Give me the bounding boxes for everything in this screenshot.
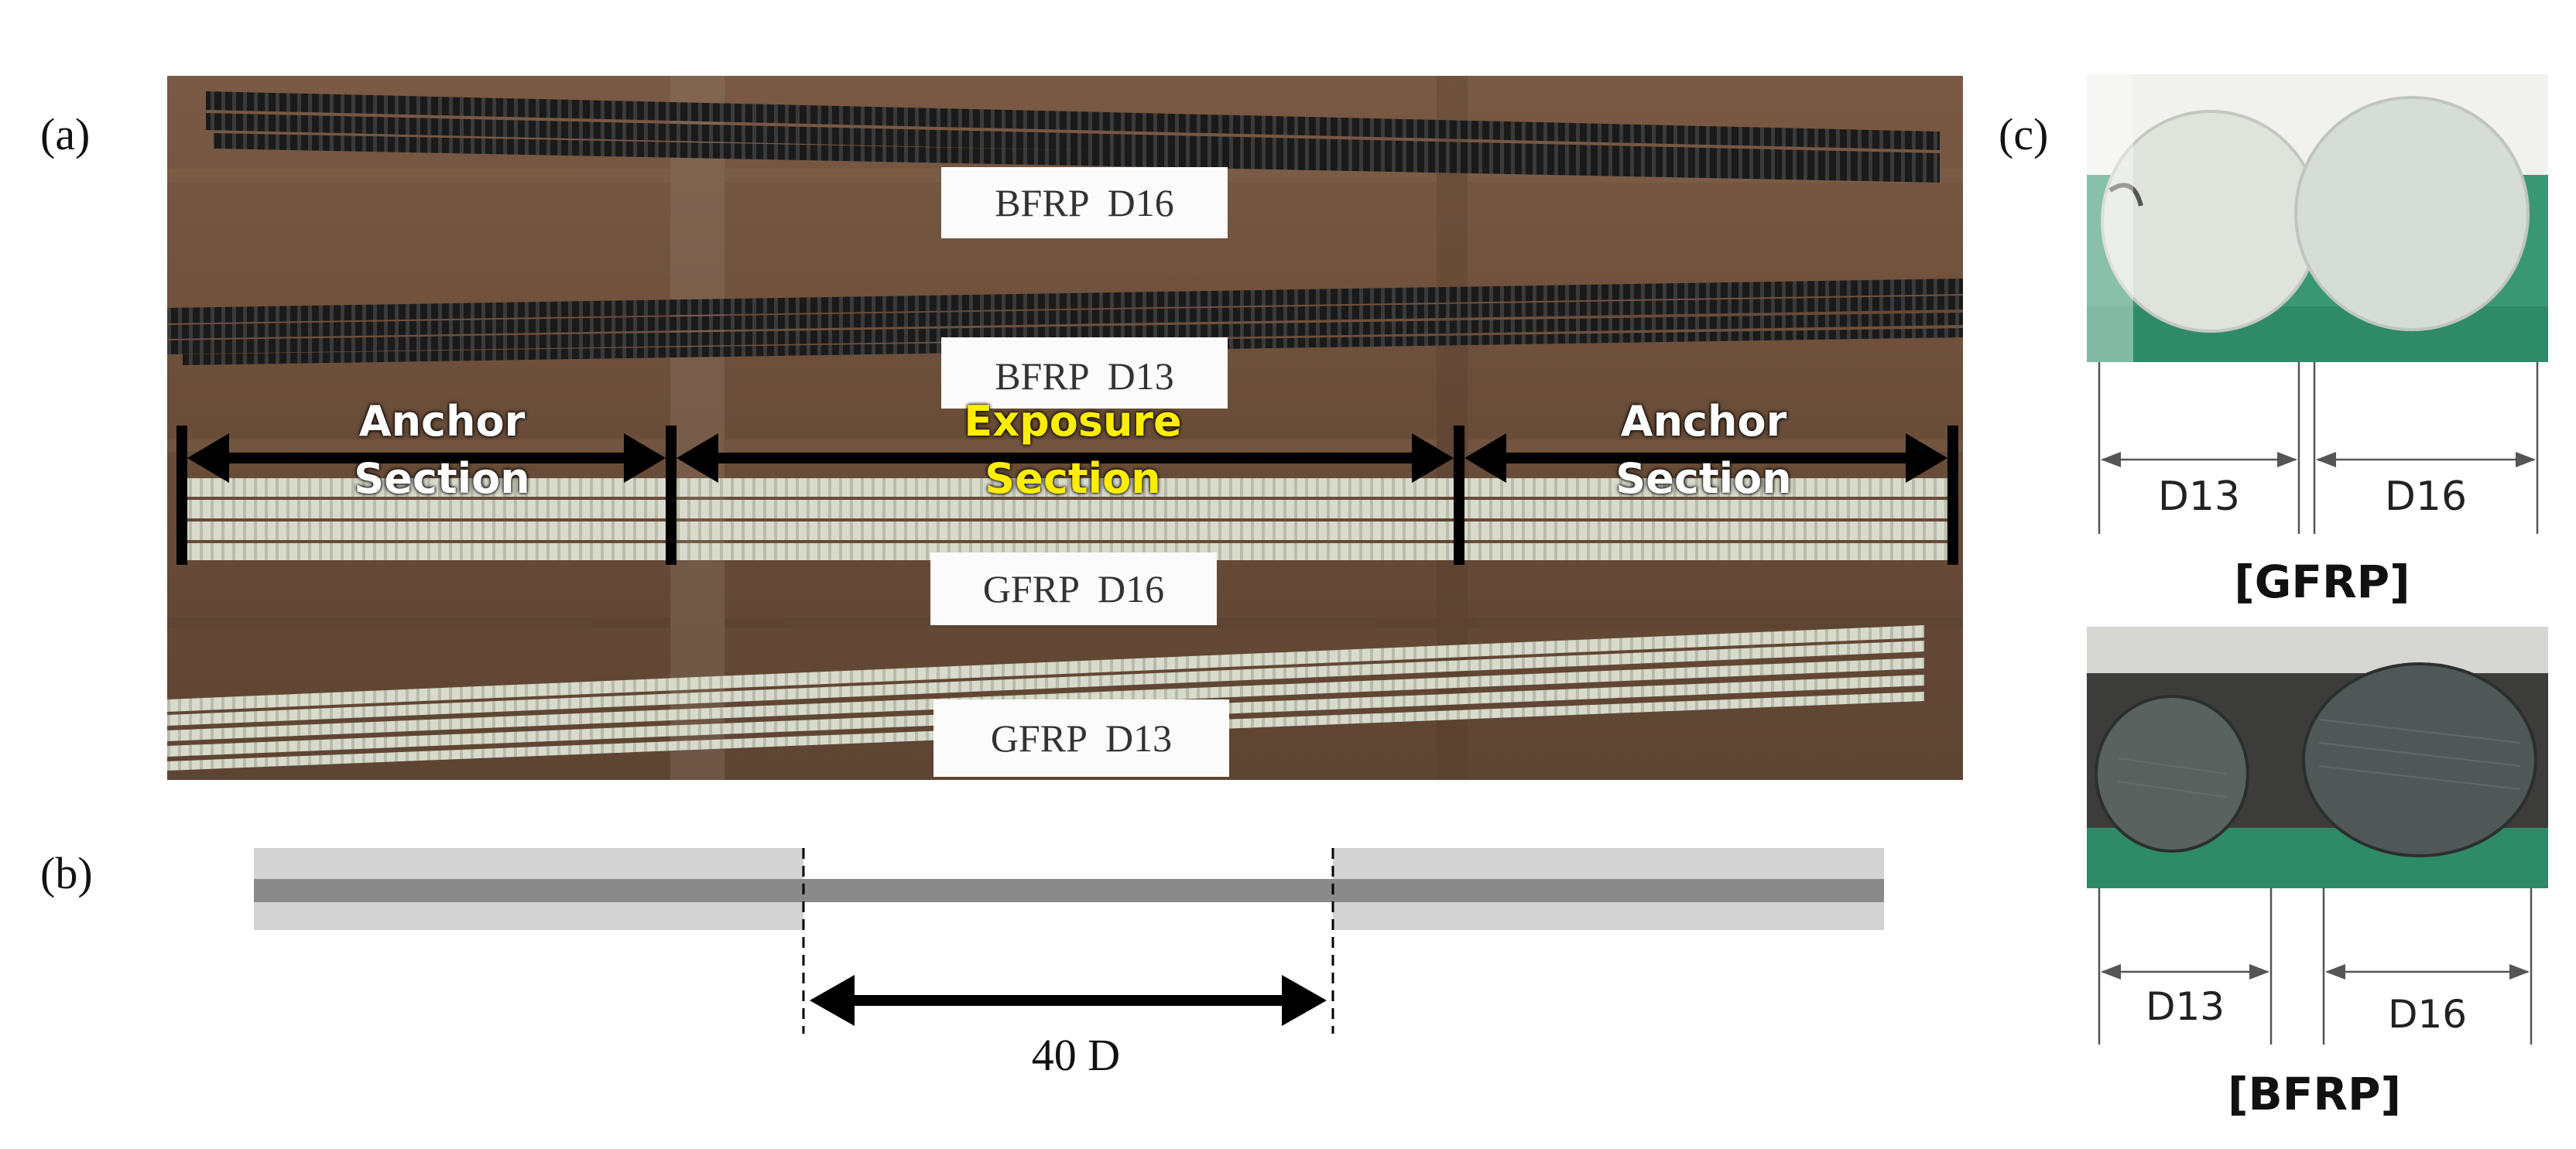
exposure-line1: Exposure (964, 397, 1182, 446)
anchor-left-line1: Anchor (358, 397, 526, 446)
bfrp-cross-section-photo (2087, 627, 2548, 888)
tag-gfrp-d16: GFRP D16 (930, 552, 1217, 625)
anchor-left-line2: Section (354, 454, 530, 503)
anchor-sleeve-left (254, 848, 803, 930)
panel-label-a: (a) (40, 109, 91, 159)
gfrp-d16-dim: D16 (2384, 474, 2468, 520)
gfrp-d16-bars (178, 478, 1958, 560)
panel-label-c: (c) (1999, 109, 2049, 159)
anchor-right-line2: Section (1615, 454, 1792, 503)
tag-bfrp-d16-text: BFRP D16 (995, 181, 1174, 224)
bfrp-d16-bars (206, 91, 1940, 183)
anchor-section-right-label: Anchor Section (1522, 393, 1886, 508)
tag-gfrp-d13: GFRP D13 (933, 699, 1229, 777)
panel-label-b: (b) (40, 848, 93, 898)
exposure-length-arrow (810, 975, 1327, 1026)
tag-gfrp-d16-text: GFRP D16 (982, 567, 1165, 610)
anchor-sleeve-right (1333, 848, 1884, 930)
tag-gfrp-d13-text: GFRP D13 (990, 716, 1173, 760)
tag-bfrp-d16: BFRP D16 (941, 167, 1228, 238)
bfrp-photo-drawing (2087, 627, 2548, 888)
gfrp-cross-section-photo (2087, 74, 2548, 362)
bfrp-caption: [BFRP] (2227, 1068, 2401, 1120)
bfrp-d13-dim: D13 (2145, 984, 2225, 1029)
section-arrows (187, 433, 1947, 483)
exposure-section-label: Exposure Section (879, 393, 1266, 508)
anchor-right-line1: Anchor (1620, 397, 1787, 446)
tag-bfrp-d13: BFRP D13 (941, 337, 1228, 409)
exposure-line2: Section (985, 454, 1161, 503)
anchor-section-left-label: Anchor Section (260, 393, 624, 508)
rebar-bar (254, 879, 1884, 902)
tag-bfrp-d13-text: BFRP D13 (995, 354, 1174, 398)
gfrp-d13-dim: D13 (2157, 474, 2241, 520)
section-markers (176, 426, 1958, 565)
gfrp-photo-drawing (2087, 74, 2548, 362)
bfrp-d16-dim: D16 (2387, 992, 2468, 1037)
gfrp-caption: [GFRP] (2234, 556, 2410, 608)
rebar-photo: BFRP D16 BFRP D13 GFRP D16 GFRP D13 Anch… (167, 76, 1963, 780)
dimension-label-40d: 40 D (1031, 1030, 1121, 1080)
